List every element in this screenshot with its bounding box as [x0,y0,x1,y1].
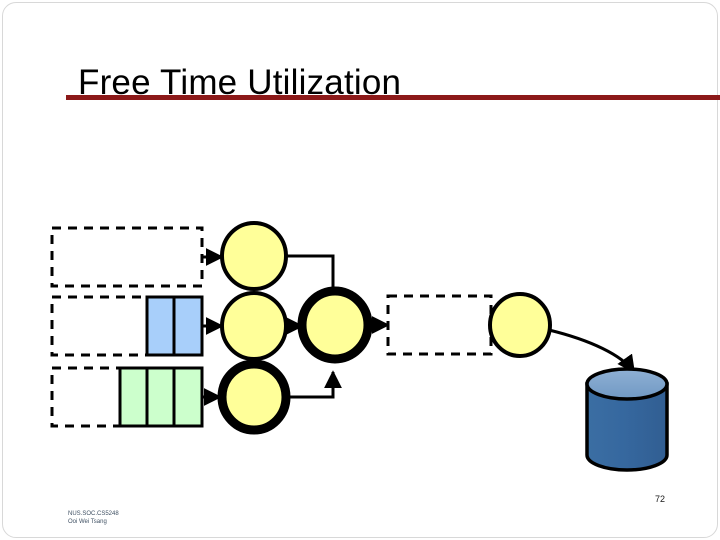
node-bottom [217,359,291,435]
footer-author: Ooi Wei Tsang [68,519,107,525]
page-number: 72 [655,494,666,504]
queue-middle-cell [172,295,204,357]
arrow-node-output-to-storage [548,328,636,374]
queue-bottom-cell [145,366,176,428]
node-output [488,292,552,358]
node-merge [297,286,373,364]
storage-cylinder-top [585,367,669,401]
queue-middle [50,295,204,357]
storage-cylinder [585,367,669,472]
storage-cylinder-body [585,382,669,472]
arrow-node-bottom-to-node-merge [286,370,342,399]
queue-bottom-cell [172,366,204,428]
queue-output [386,294,493,356]
title-divider [66,95,720,100]
queue-top [50,226,204,288]
footer-course-id: NUS.SOC.CS5248 [68,511,119,517]
queue-bottom-cell [118,366,149,428]
node-middle [220,291,288,361]
queue-top-outline [50,226,204,288]
node-top [220,221,288,291]
queue-bottom [50,366,204,428]
queue-middle-cell [145,295,176,357]
